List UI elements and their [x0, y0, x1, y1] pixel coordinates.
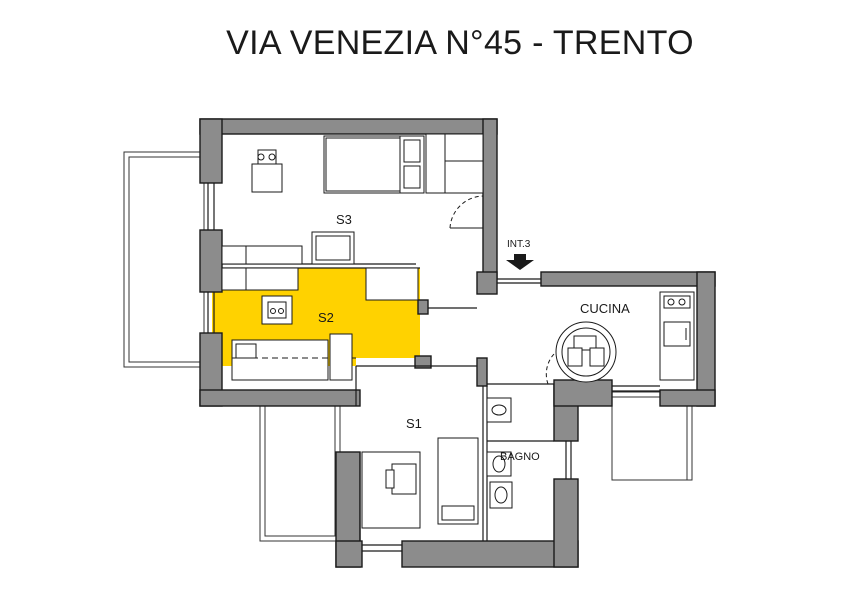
entrance-label: INT.3: [507, 239, 531, 250]
s1-furniture: [361, 437, 479, 529]
nightstand-s2: [329, 333, 353, 381]
nightstand: [399, 135, 425, 194]
plan-title: VIA VENEZIA N°45 - TRENTO: [226, 24, 694, 62]
wardrobe: [425, 133, 484, 194]
bathroom-fixtures: [486, 397, 513, 509]
walls: [199, 118, 716, 568]
entrance-arrow-icon: [506, 254, 534, 270]
balcony-bottom: [259, 403, 341, 542]
armchair-s3: [311, 231, 355, 265]
balcony-left: [123, 151, 205, 368]
kitchen-furniture: [555, 291, 695, 383]
dining-table: [555, 321, 617, 383]
room-label-bagno: BAGNO: [500, 451, 540, 463]
cabinet-s2: [365, 267, 419, 301]
s3-furniture: [221, 133, 484, 265]
doors: [449, 195, 555, 385]
room-label-cucina: CUCINA: [580, 301, 630, 316]
desk-s1: [361, 451, 421, 529]
wardrobe-s2: [221, 267, 299, 291]
room-label-s1: S1: [406, 416, 422, 431]
shelf-s3: [221, 245, 303, 265]
s2-furniture: [221, 267, 419, 381]
room-label-s2: S2: [318, 310, 334, 325]
room-label-s3: S3: [336, 212, 352, 227]
bed-pillow: [403, 139, 421, 163]
desk-s3: [251, 163, 283, 193]
